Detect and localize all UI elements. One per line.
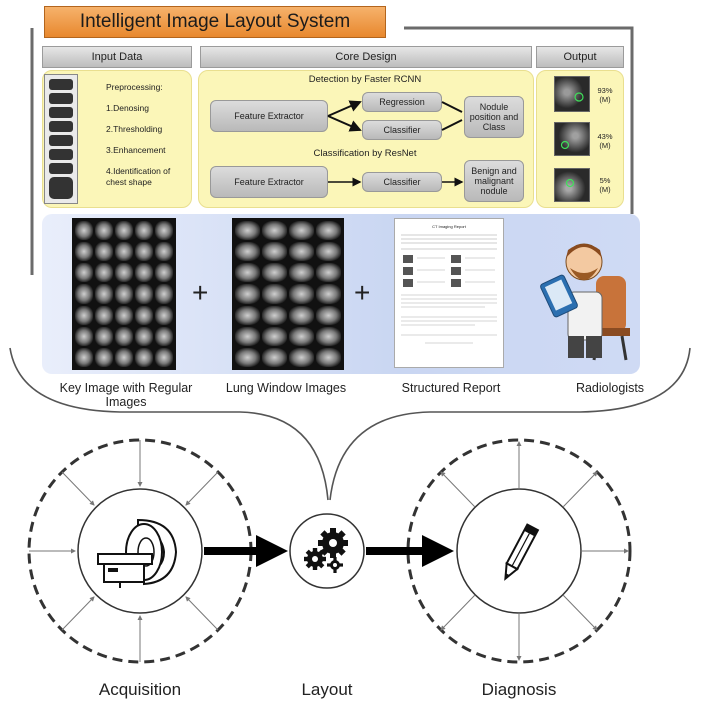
detection-classifier: Classifier [362,120,442,140]
preprocessing-step: 2.Thresholding [106,124,163,134]
output-thumbnail [554,168,590,202]
ct-slice-stack [44,74,78,204]
output-pct: 43% [597,132,613,141]
radiologist-illustration [540,243,630,361]
classification-result: Benign and malignant nodule [464,160,524,202]
layout-label: Layout [301,680,353,699]
output-thumbnail [554,122,590,156]
input-data-header: Input Data [42,46,192,68]
output-probability: 93% (M) [592,86,618,104]
output-pct: 5% [599,176,611,185]
detection-title: Detection by Faster RCNN [308,74,422,85]
detection-feature-extractor: Feature Extractor [210,100,328,132]
acquisition-label: Acquisition [98,680,182,699]
key-image-caption: Key Image with Regular Images [59,381,193,409]
classification-feature-extractor: Feature Extractor [210,166,328,198]
ct-stack-image [49,79,73,199]
output-class: (M) [599,185,611,194]
output-class: (M) [599,95,611,104]
diagnosis-label: Diagnosis [481,680,557,699]
output-probability: 43% (M) [592,132,618,150]
pencil-icon [504,523,540,581]
classification-title: Classification by ResNet [313,148,417,159]
plus-sign: + [354,277,371,308]
gears-icon [304,528,348,573]
report-title: CT Imaging Report [432,224,466,229]
preprocessing-step: 3.Enhancement [106,145,166,155]
lung-window-caption: Lung Window Images [225,381,347,395]
detection-result: Nodule position and Class [464,96,524,138]
system-title: Intelligent Image Layout System [44,6,386,38]
output-probability: 5% (M) [592,176,618,194]
detection-regression: Regression [362,92,442,112]
structured-report-document: CT Imaging Report [394,218,504,368]
lung-window-grid [232,218,344,370]
preprocessing-heading: Preprocessing: [106,82,163,92]
structured-report-caption: Structured Report [401,381,501,395]
preprocessing-step: 4.Identification of chest shape [106,166,171,187]
output-header: Output [536,46,624,68]
output-pct: 93% [597,86,613,95]
report-body [401,234,497,344]
output-class: (M) [599,141,611,150]
classification-classifier: Classifier [362,172,442,192]
preprocessing-step: 1.Denosing [106,103,150,113]
radiologists-caption: Radiologists [575,381,645,395]
key-image-grid [72,218,176,370]
output-thumbnail [554,76,590,112]
core-design-header: Core Design [200,46,532,68]
ct-scanner-icon [97,518,178,588]
preprocessing-list: Preprocessing: 1.Denosing 2.Thresholding… [106,82,190,198]
plus-sign: + [192,277,209,308]
